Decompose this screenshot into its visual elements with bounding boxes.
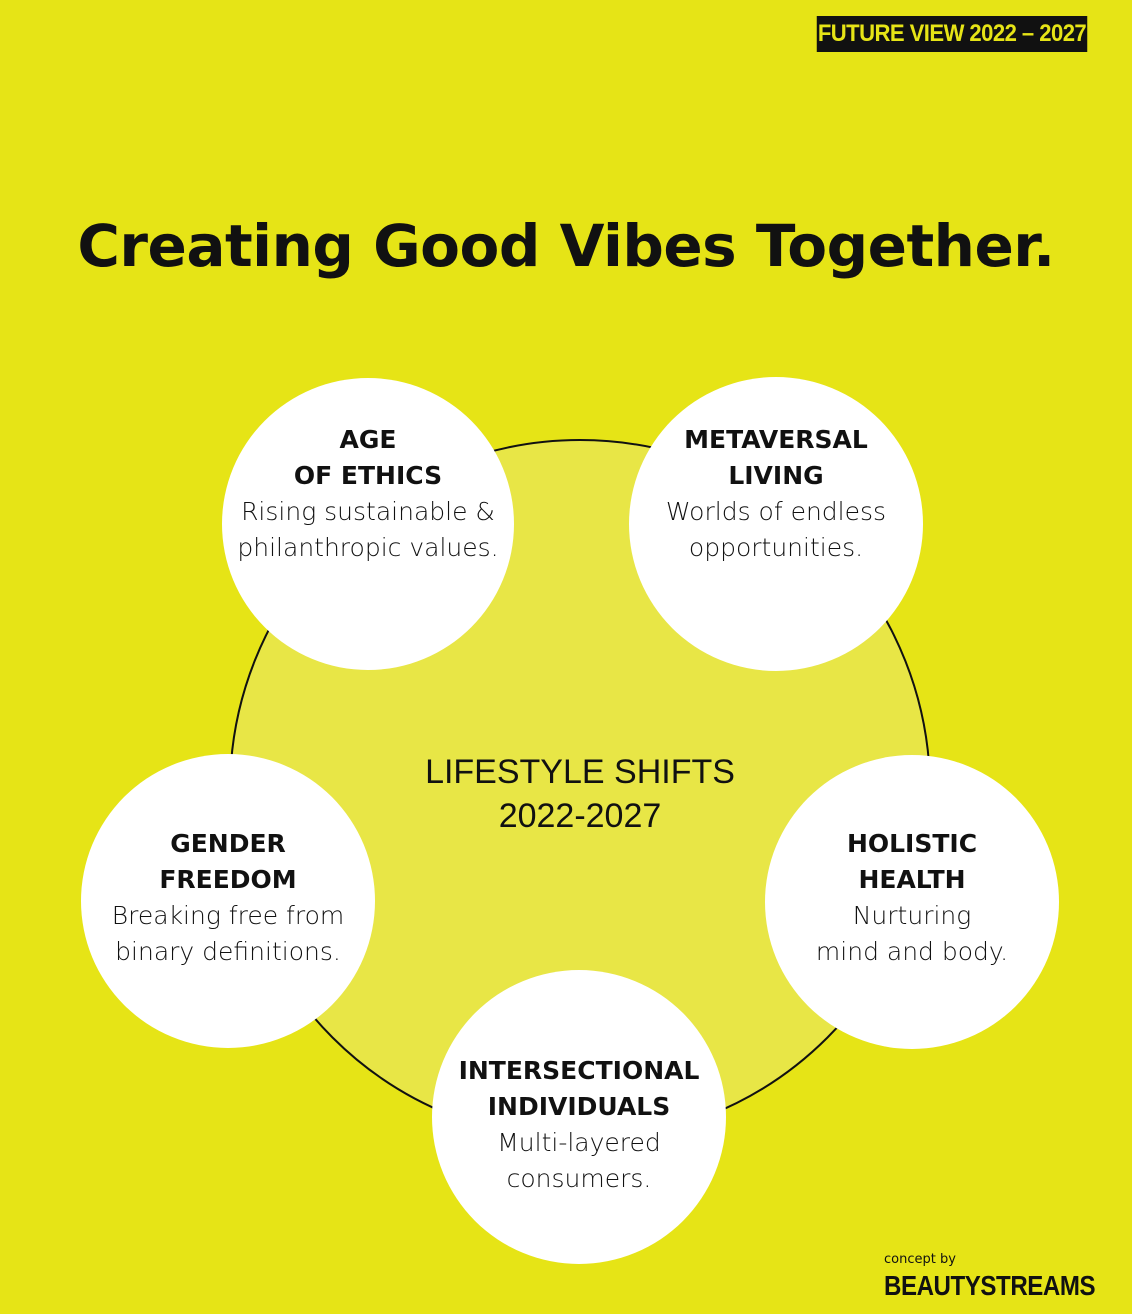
node-heading: GENDER bbox=[170, 829, 286, 858]
node-heading: AGE bbox=[339, 425, 397, 454]
node-description: consumers. bbox=[506, 1164, 652, 1193]
node-heading: LIVING bbox=[728, 461, 824, 490]
node-description: philanthropic values. bbox=[237, 533, 499, 562]
node-heading: METAVERSAL bbox=[684, 425, 868, 454]
node-age-of-ethics: AGE OF ETHICS Rising sustainable & phila… bbox=[222, 378, 514, 670]
node-description: binary definitions. bbox=[115, 937, 341, 966]
node-metaversal-living: METAVERSAL LIVING Worlds of endless oppo… bbox=[629, 377, 923, 671]
node-description: Nurturing bbox=[852, 901, 972, 930]
node-holistic-health: HOLISTIC HEALTH Nurturing mind and body. bbox=[765, 755, 1059, 1049]
node-heading: INTERSECTIONAL bbox=[458, 1056, 700, 1085]
node-heading: HOLISTIC bbox=[846, 829, 978, 858]
node-heading: INDIVIDUALS bbox=[487, 1092, 671, 1121]
future-view-badge: FUTURE VIEW 2022 – 2027 bbox=[816, 16, 1088, 52]
node-description: opportunities. bbox=[688, 533, 864, 562]
node-description: Worlds of endless bbox=[665, 497, 887, 526]
node-description: Rising sustainable & bbox=[241, 497, 495, 526]
brand-logo-text: BEAUTYSTREAMS bbox=[884, 1270, 1096, 1301]
node-description: Breaking free from bbox=[111, 901, 345, 930]
center-label-line2: 2022-2027 bbox=[498, 797, 662, 835]
node-heading: FREEDOM bbox=[159, 865, 297, 894]
node-intersectional-individuals: INTERSECTIONAL INDIVIDUALS Multi-layered… bbox=[432, 970, 726, 1264]
center-label-line1: LIFESTYLE SHIFTS bbox=[425, 753, 735, 791]
concept-by-label: concept by bbox=[884, 1252, 956, 1267]
node-gender-freedom: GENDER FREEDOM Breaking free from binary… bbox=[81, 754, 375, 1048]
node-heading: HEALTH bbox=[858, 865, 966, 894]
center-label: LIFESTYLE SHIFTS 2022-2027 bbox=[330, 750, 830, 838]
node-heading: OF ETHICS bbox=[293, 461, 443, 490]
node-description: Multi-layered bbox=[497, 1128, 661, 1157]
page-title: Creating Good Vibes Together. bbox=[77, 212, 1055, 280]
node-description: mind and body. bbox=[815, 937, 1009, 966]
